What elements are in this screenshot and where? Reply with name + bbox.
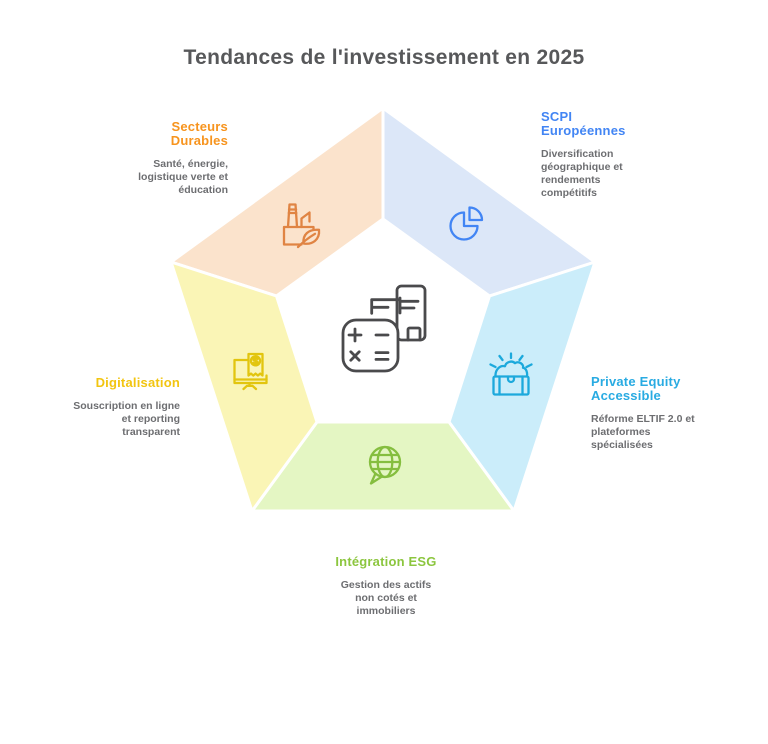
segment-title: Secteurs Durables [170,119,228,148]
chest-latch [506,375,516,384]
globe-speech-tail [369,472,383,485]
pie-chart-icon [449,206,484,241]
segment-description: Souscription en ligne et reporting trans… [73,399,180,439]
document-notch [406,326,422,342]
chest-body [492,375,530,396]
pie-slice [468,206,484,222]
segment-label-scpi-europeennes: SCPI Européennes Diversification géograp… [541,110,626,201]
globe-parallels [368,453,402,471]
document-sheet [395,284,427,342]
chest-panels [498,375,524,396]
segment-description: Réforme ELTIF 2.0 et plateformes spécial… [591,412,695,452]
globe-speech-icon [368,445,402,485]
factory-chimney-bands [287,208,298,215]
segment-label-integration-esg: Intégration ESG Gestion des actifs non c… [306,555,466,619]
chest-rays [489,352,533,369]
segment-label-secteurs-durables: Secteurs Durables Santé, énergie, logist… [138,120,228,197]
segment-label-private-equity: Private Equity Accessible Réforme ELTIF … [591,375,695,452]
calculator-body [341,318,400,373]
factory-chimney [286,203,299,229]
segment-description: Santé, énergie, logistique verte et éduc… [138,157,228,197]
factory-leaf-stem [296,232,317,249]
calculator-plus [347,327,363,343]
factory-roof [300,211,311,229]
segment-title: SCPI Européennes [541,109,626,138]
calculator-document-icon [341,284,427,373]
treasure-chest-icon [489,352,533,396]
calculator-equals [374,351,390,361]
segment-title: Digitalisation [95,375,180,390]
dollar-sign [252,356,259,366]
monitor-invoice-icon [233,352,268,391]
document-line-left [370,298,400,315]
chest-lid [494,360,529,378]
segment-title: Intégration ESG [335,554,437,569]
calculator-times [349,350,361,362]
monitor-stand [242,381,258,391]
segment-left-shape [169,260,319,513]
page-title: Tendances de l'investissement en 2025 [183,46,585,69]
dollar-circle [249,355,262,367]
segment-title: Private Equity Accessible [591,374,681,403]
pie-body [449,211,479,241]
segment-description: Gestion des actifs non cotés et immobili… [340,578,432,618]
eco-factory-icon [282,203,321,249]
segment-description: Diversification géographique et rendemen… [541,147,623,200]
segment-label-digitalisation: Digitalisation Souscription en ligne et … [73,376,180,440]
document-line-right [398,296,420,315]
